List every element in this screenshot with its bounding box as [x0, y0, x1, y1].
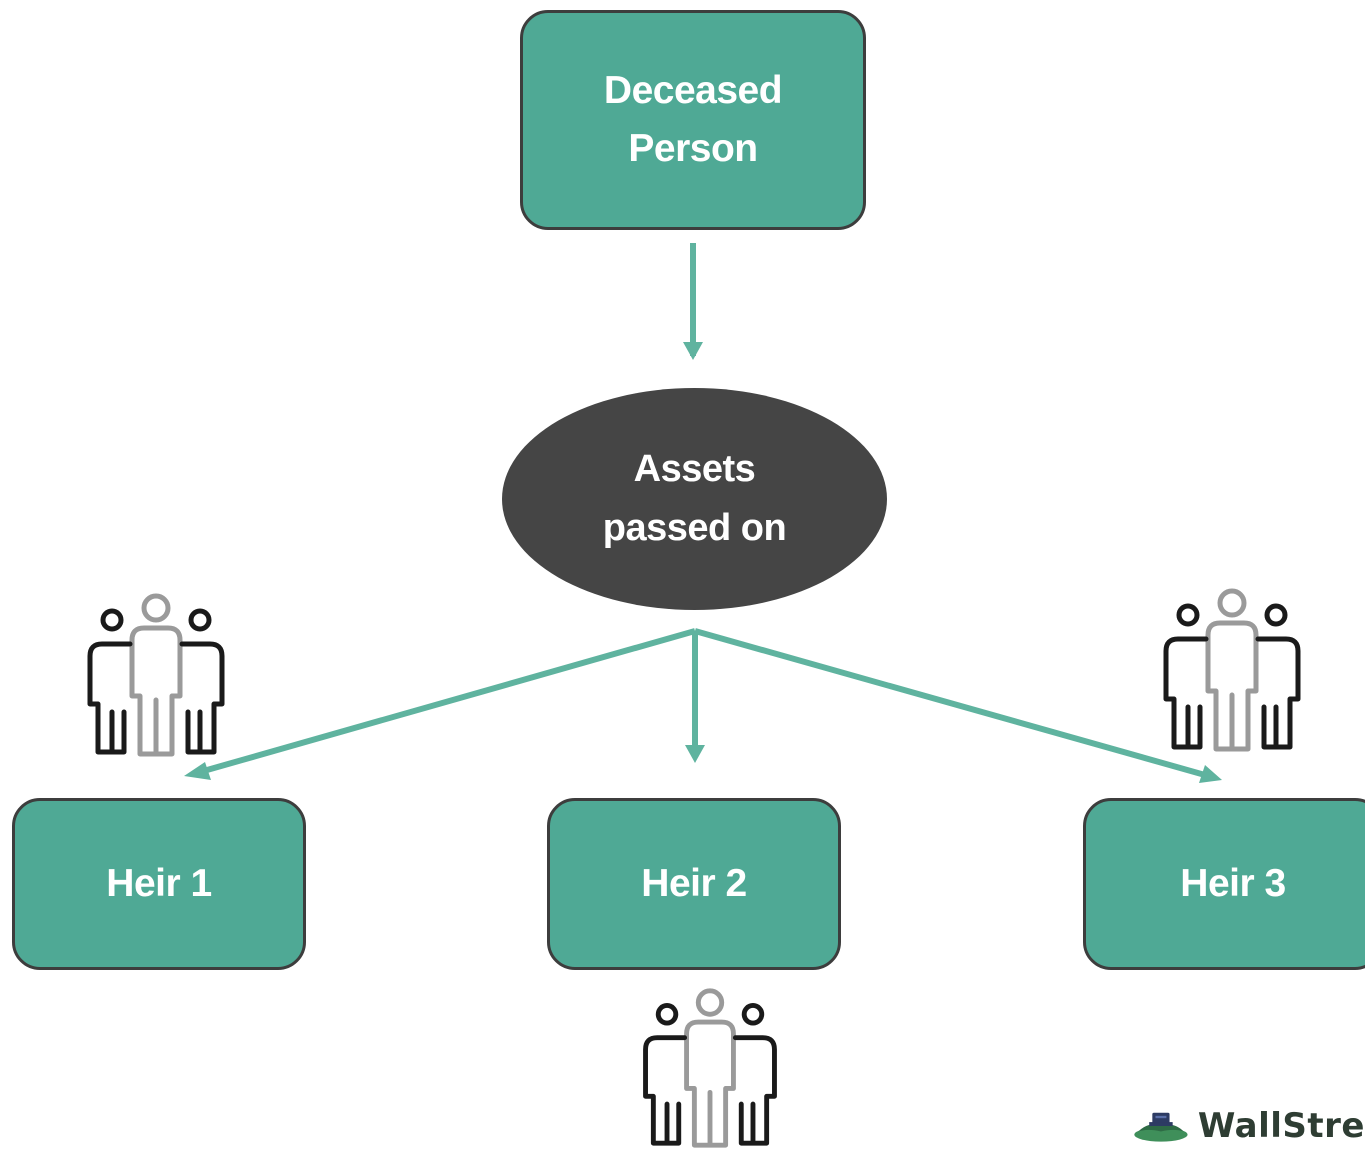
group-of-people-icon [87, 593, 225, 757]
arrow-assets-to-heir-1-head [184, 762, 211, 780]
wallstreetmojo-logo: WallStre [1132, 1100, 1365, 1151]
assets-line-2: passed on [602, 507, 787, 549]
heir-1-label: Heir 1 [106, 861, 212, 905]
deceased-person-box: Deceased Person [520, 10, 866, 230]
wallstreetmojo-logo-icon [1134, 1112, 1188, 1142]
group-of-people-icon [643, 988, 777, 1148]
deceased-line-1: Deceased [603, 68, 783, 112]
arrow-deceased-to-assets-head [683, 342, 703, 360]
assets-line-1: Assets [633, 448, 756, 491]
heir-1-box: Heir 1 [12, 798, 306, 970]
arrow-assets-to-heir-1 [199, 628, 696, 775]
arrow-assets-to-heir-2-head [685, 745, 705, 763]
arrow-assets-to-heir-3 [694, 628, 1206, 778]
deceased-line-2: Person [628, 127, 758, 170]
heir-3-label: Heir 3 [1180, 861, 1286, 905]
group-of-people-icon [1163, 588, 1301, 752]
heir-2-label: Heir 2 [641, 861, 747, 905]
logo-text: WallStre [1197, 1105, 1365, 1146]
heir-3-box: Heir 3 [1083, 798, 1365, 970]
assets-passed-on-ellipse: Assets passed on [502, 388, 887, 610]
arrow-assets-to-heir-3-head [1199, 765, 1222, 783]
heir-2-box: Heir 2 [547, 798, 841, 970]
